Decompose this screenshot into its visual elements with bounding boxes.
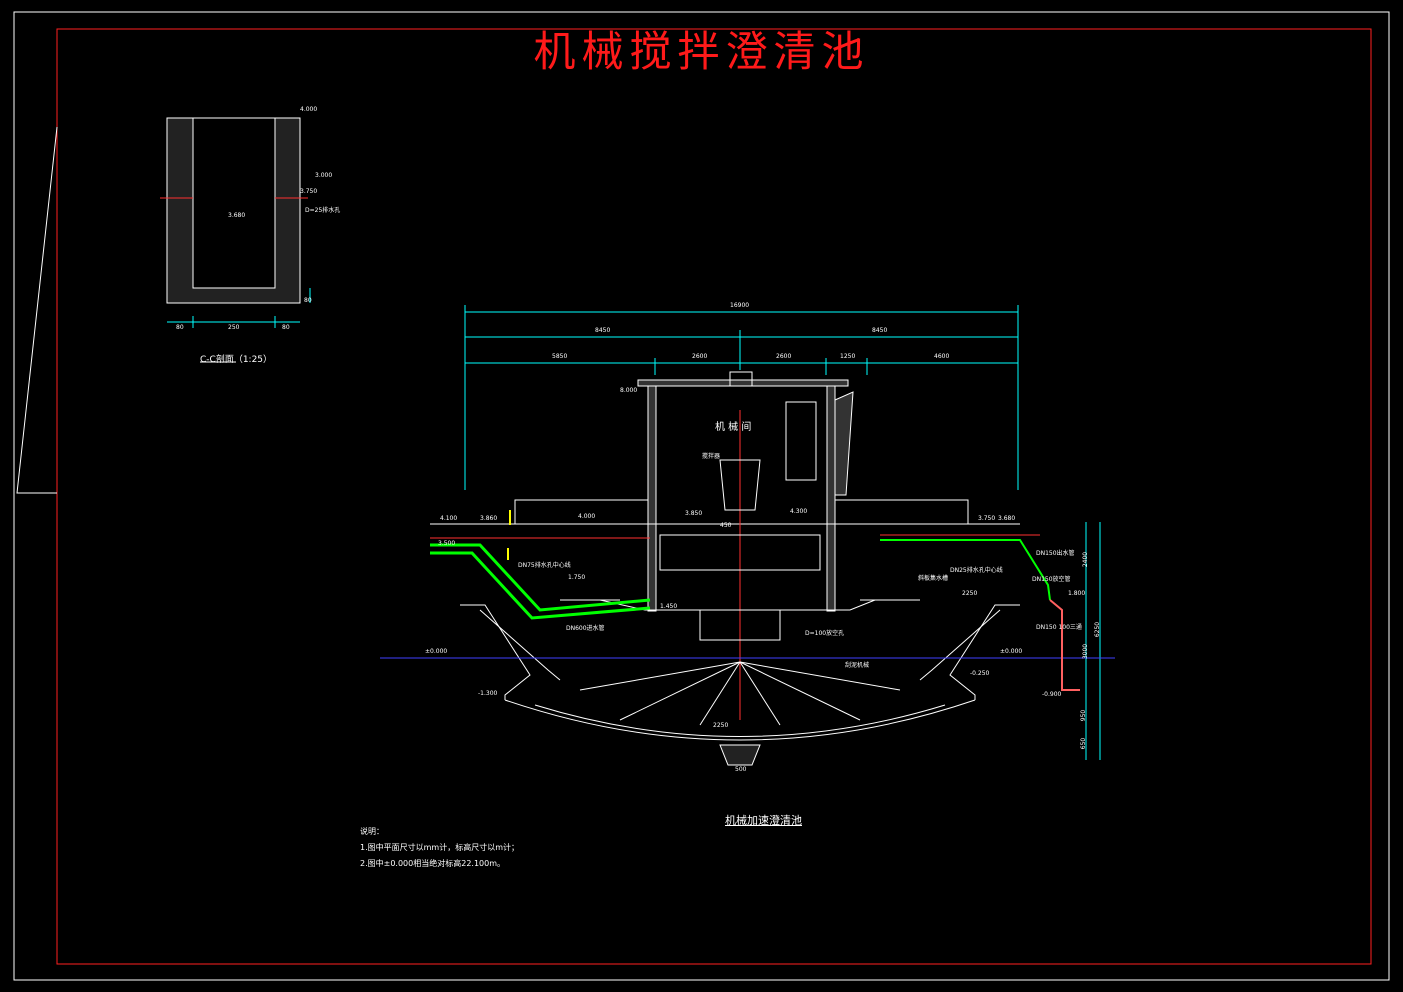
drawing-title: 机械搅拌澄清池	[533, 27, 870, 76]
elev-14: -0.250	[970, 670, 990, 677]
note-1: 1.图中平面尺寸以mm计，标高尺寸以m计；	[360, 843, 520, 852]
elev-top: 4.000	[300, 106, 318, 113]
note-2: 2.图中±0.000相当绝对标高22.100m。	[360, 859, 506, 868]
section-cc-caption: C-C剖面（1:25）	[200, 355, 273, 365]
dim-b0: 80	[176, 324, 184, 331]
dim-half-0: 8450	[595, 327, 611, 334]
drawing-border	[56, 28, 1372, 965]
elev-4: 4.300	[790, 508, 808, 515]
elev-5: 3.860	[480, 515, 498, 522]
dim-d0: 5850	[552, 353, 568, 360]
elev-7: 3.750	[978, 515, 996, 522]
elev-12: -1.300	[478, 690, 498, 697]
dim-half-1: 8450	[872, 327, 888, 334]
bottom-dim-1: 2250	[713, 722, 729, 729]
elev-inner: 3.680	[228, 212, 246, 219]
dimension-lines	[464, 305, 1101, 760]
pipes	[430, 510, 1080, 691]
side-dim-0: 2400	[1082, 551, 1090, 568]
label-9: 斜板集水槽	[918, 575, 949, 582]
dim-d1: 2600	[692, 353, 708, 360]
elev-a: 3.000	[315, 172, 333, 179]
elev-15: -0.900	[1042, 691, 1062, 698]
outer-frame	[13, 11, 1390, 981]
bottom-dim-2: 450	[720, 522, 732, 529]
elev-13: ±0.000	[1000, 648, 1023, 655]
dim-d3: 1250	[840, 353, 856, 360]
dim-side: 80	[304, 297, 312, 304]
section-cc	[160, 117, 311, 363]
elev-11: ±0.000	[425, 648, 448, 655]
label-6: D=100放空孔	[805, 630, 845, 637]
label-1: DN600进水管	[566, 625, 605, 632]
pipe-label: D=25排水孔	[305, 207, 341, 214]
elev-6: 3.500	[438, 540, 456, 547]
clarifier-structure	[380, 371, 1115, 766]
elev-1: 4.000	[578, 513, 596, 520]
side-dim-4: 650	[1080, 737, 1088, 750]
side-dim-3: 950	[1080, 709, 1088, 722]
label-0: DN75排水孔中心线	[518, 562, 571, 569]
label-5: DN150 100三通	[1036, 624, 1082, 631]
side-dim-1: 6250	[1094, 621, 1102, 638]
label-4: DN150放空管	[1032, 576, 1071, 583]
dim-d2: 2600	[776, 353, 792, 360]
notes-heading: 说明：	[360, 827, 384, 836]
elev-9: 1.750	[568, 574, 586, 581]
label-2: DN25排水孔中心线	[950, 567, 1003, 574]
elev-8: 3.680	[998, 515, 1016, 522]
bottom-dim-0: 500	[735, 766, 747, 773]
room-label: 机 械 间	[715, 422, 752, 433]
label-3: DN150出水管	[1036, 550, 1075, 557]
binding-mark	[16, 126, 58, 494]
elev-2: 4.100	[440, 515, 458, 522]
elev-3: 3.850	[685, 510, 703, 517]
notes: 说明： 1.图中平面尺寸以mm计，标高尺寸以m计； 2.图中±0.000相当绝对…	[360, 824, 519, 872]
elev-b: 3.750	[300, 188, 318, 195]
elev-17: 2250	[962, 590, 978, 597]
elev-0: 8.000	[620, 387, 638, 394]
elev-16: 1.800	[1068, 590, 1086, 597]
main-caption: 机械加速澄清池	[725, 814, 802, 827]
elev-10: 1.450	[660, 603, 678, 610]
dim-b1: 250	[228, 324, 240, 331]
label-7: 搅拌器	[702, 453, 721, 460]
dim-total: 16900	[730, 302, 750, 309]
dim-d4: 4600	[934, 353, 950, 360]
label-8: 刮泥机械	[845, 662, 870, 669]
dim-b2: 80	[282, 324, 290, 331]
side-dim-2: 3000	[1082, 643, 1090, 660]
